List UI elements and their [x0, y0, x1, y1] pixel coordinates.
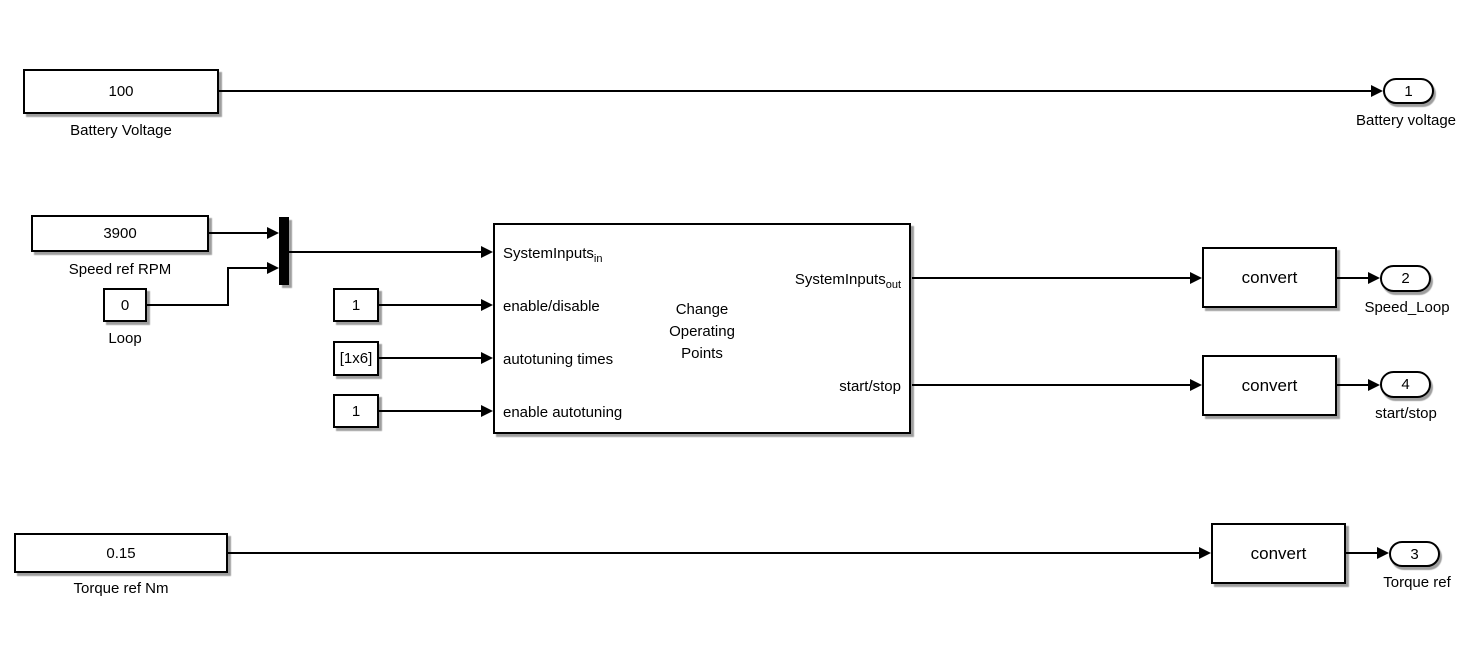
wire-enable-autotuning[interactable] — [379, 410, 482, 412]
wire-speed-to-mux[interactable] — [209, 232, 268, 234]
arrowhead-icon — [1377, 547, 1389, 559]
convert-block-speed[interactable]: convert — [1202, 247, 1337, 308]
wire-startstop-out[interactable] — [912, 384, 1191, 386]
wire-autotuning-times[interactable] — [379, 357, 482, 359]
wire-loop-to-mux[interactable] — [147, 304, 228, 306]
arrowhead-icon — [1190, 379, 1202, 391]
constant-value: 3900 — [103, 225, 137, 242]
block-label-loop: Loop — [108, 330, 142, 347]
outport-number: 4 — [1401, 376, 1410, 393]
block-label-battery-voltage: Battery Voltage — [70, 122, 172, 139]
convert-label: convert — [1241, 267, 1298, 287]
convert-label: convert — [1241, 375, 1298, 395]
arrowhead-icon — [481, 405, 493, 417]
convert-block-startstop[interactable]: convert — [1202, 355, 1337, 416]
arrowhead-icon — [267, 227, 279, 239]
subsystem-output-label-startstop: start/stop — [839, 378, 901, 395]
arrowhead-icon — [1368, 379, 1380, 391]
convert-label: convert — [1250, 543, 1307, 563]
subsystem-output-label-systeminputs: SystemInputsout — [794, 271, 901, 291]
wire-systeminputs-out[interactable] — [912, 277, 1191, 279]
constant-value: 0 — [120, 296, 130, 314]
wire-torque[interactable] — [228, 552, 1200, 554]
constant-block-enable-disable[interactable]: 1 — [333, 288, 379, 322]
constant-value: 100 — [108, 83, 134, 100]
outport-number: 2 — [1401, 270, 1410, 287]
arrowhead-icon — [481, 299, 493, 311]
arrowhead-icon — [1199, 547, 1211, 559]
constant-value: 0.15 — [106, 544, 136, 562]
subsystem-input-label-enable-autotuning: enable autotuning — [503, 404, 623, 421]
outport-label-speed-loop: Speed_Loop — [1364, 299, 1450, 316]
arrowhead-icon — [267, 262, 279, 274]
arrowhead-icon — [481, 246, 493, 258]
wire-mux-to-subsystem[interactable] — [289, 251, 482, 253]
constant-block-torque-ref[interactable]: 0.15 — [14, 533, 228, 573]
outport-1-battery-voltage[interactable]: 1 — [1383, 78, 1434, 104]
subsystem-input-label-enable-disable: enable/disable — [503, 298, 600, 315]
subscript: in — [593, 253, 603, 265]
wire-loop-to-mux[interactable] — [227, 267, 229, 306]
constant-block-battery-voltage[interactable]: 100 — [23, 69, 219, 114]
wire-battery[interactable] — [219, 90, 1372, 92]
wire-enable-disable[interactable] — [379, 304, 482, 306]
block-label-torque-ref: Torque ref Nm — [73, 580, 169, 597]
subsystem-change-operating-points[interactable]: SystemInputsin enable/disable autotuning… — [493, 223, 911, 434]
block-label-speed-ref: Speed ref RPM — [68, 261, 172, 278]
outport-2-speed-loop[interactable]: 2 — [1380, 265, 1431, 292]
wire-convert-to-port4[interactable] — [1337, 384, 1369, 386]
outport-label-battery-voltage: Battery voltage — [1355, 112, 1457, 129]
constant-value: 1 — [351, 402, 361, 420]
constant-value: 1 — [351, 296, 361, 314]
outport-label-startstop: start/stop — [1375, 405, 1437, 422]
outport-number: 1 — [1404, 82, 1413, 100]
wire-loop-to-mux[interactable] — [227, 267, 268, 269]
subsystem-title: Change Operating Points — [669, 301, 735, 362]
outport-number: 3 — [1410, 545, 1419, 563]
wire-convert-to-port3[interactable] — [1346, 552, 1378, 554]
subsystem-input-label-systeminputs: SystemInputsin — [503, 245, 603, 265]
constant-block-speed-ref[interactable]: 3900 — [31, 215, 209, 252]
subsystem-input-label-autotuning-times: autotuning times — [503, 351, 614, 368]
arrowhead-icon — [1371, 85, 1383, 97]
constant-block-autotuning-times[interactable]: [1x6] — [333, 341, 379, 376]
arrowhead-icon — [481, 352, 493, 364]
convert-block-torque[interactable]: convert — [1211, 523, 1346, 584]
outport-3-torque-ref[interactable]: 3 — [1389, 541, 1440, 567]
subscript: out — [885, 279, 901, 291]
outport-4-startstop[interactable]: 4 — [1380, 371, 1431, 398]
arrowhead-icon — [1190, 272, 1202, 284]
wire-convert-to-port2[interactable] — [1337, 277, 1369, 279]
constant-value: [1x6] — [339, 350, 373, 367]
constant-block-enable-autotuning[interactable]: 1 — [333, 394, 379, 428]
mux-block[interactable] — [279, 217, 289, 285]
constant-block-loop[interactable]: 0 — [103, 288, 147, 322]
arrowhead-icon — [1368, 272, 1380, 284]
outport-label-torque-ref: Torque ref — [1383, 574, 1451, 591]
